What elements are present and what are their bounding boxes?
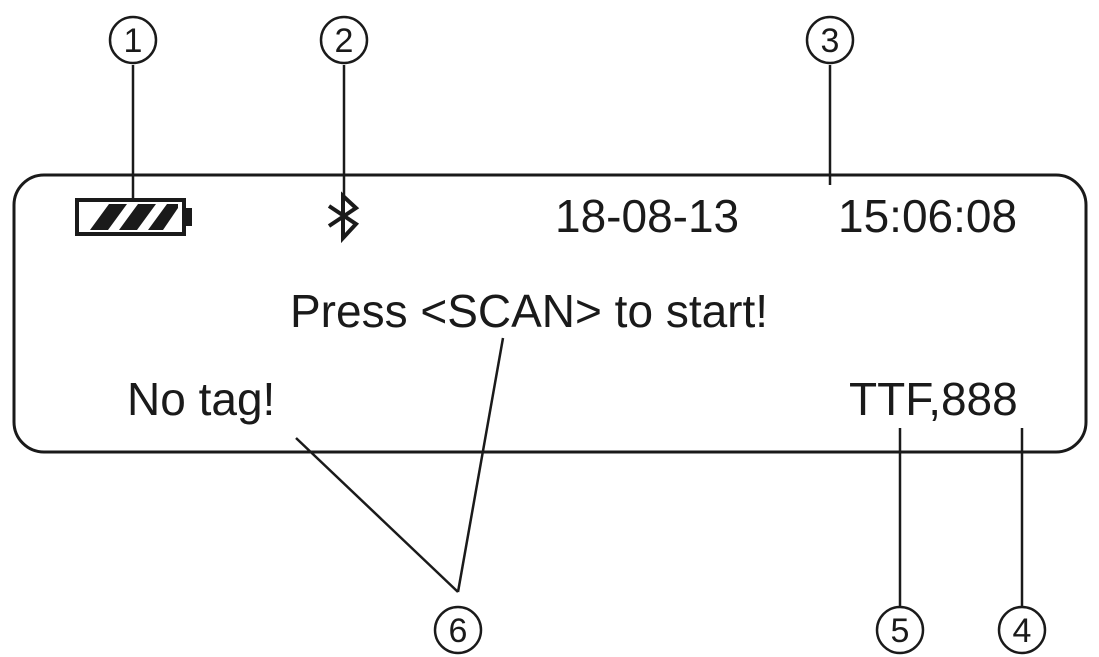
bluetooth-icon — [327, 191, 360, 244]
lcd-frame — [12, 173, 1088, 454]
callout-3-number: 3 — [821, 22, 840, 60]
mode-text: TTF,888 — [849, 373, 1018, 425]
callout-4-number: 4 — [1013, 612, 1032, 650]
time-text: 15:06:08 — [838, 190, 1017, 242]
callout-4: 4 — [997, 605, 1047, 655]
callout-1-number: 1 — [124, 22, 143, 60]
leader-line-6a — [295, 437, 459, 593]
callout-5: 5 — [875, 605, 925, 655]
callout-3: 3 — [805, 15, 855, 65]
leader-line-6b — [456, 337, 505, 593]
leader-lines — [131, 65, 1024, 606]
battery-full-icon — [75, 198, 192, 236]
callout-6-number: 6 — [449, 612, 468, 650]
callout-2-number: 2 — [335, 22, 354, 60]
callout-6: 6 — [433, 605, 483, 655]
scan-prompt-text: Press <SCAN> to start! — [290, 285, 768, 337]
tag-status-text: No tag! — [127, 373, 275, 425]
callout-1: 1 — [108, 15, 158, 65]
date-text: 18-08-13 — [555, 190, 739, 242]
callout-5-number: 5 — [891, 612, 910, 650]
callout-2: 2 — [319, 15, 369, 65]
